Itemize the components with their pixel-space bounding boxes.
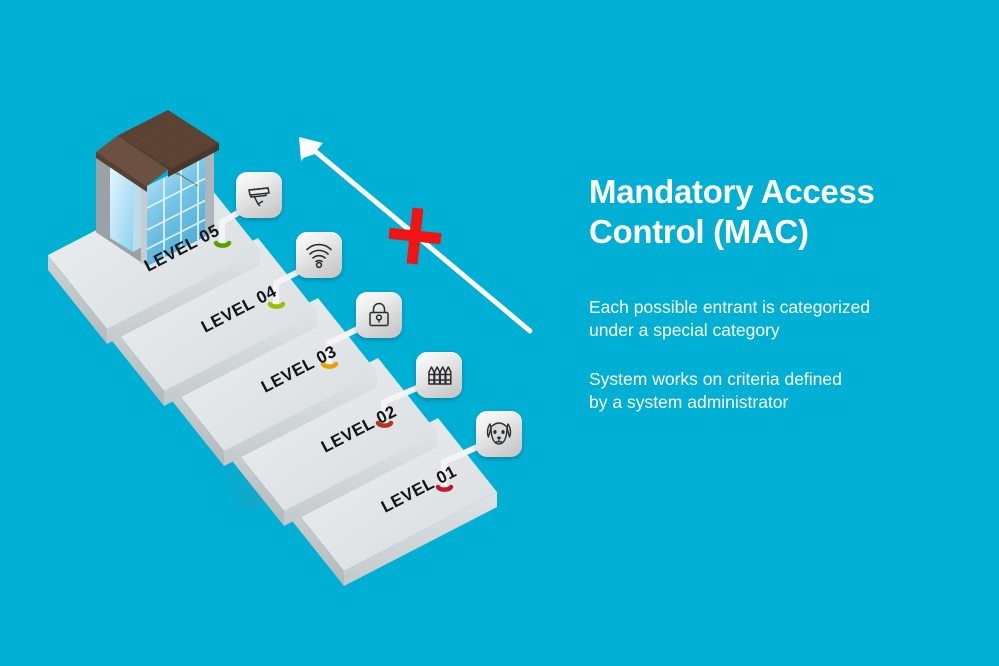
icon-tile-guard-dog[interactable]	[476, 411, 522, 457]
paragraph-1-line-1: Each possible entrant is categorized	[589, 297, 871, 317]
step-level-03	[165, 298, 377, 466]
fence-icon	[425, 361, 453, 389]
paragraph-2-line-1: System works on criteria defined	[589, 369, 842, 389]
padlock-icon	[365, 301, 393, 329]
level-01-connector	[435, 441, 487, 492]
house-building	[96, 110, 219, 266]
security-camera-icon	[244, 180, 274, 210]
step-level-01	[285, 418, 497, 586]
description-paragraph-2: System works on criteria defined by a sy…	[589, 368, 842, 413]
guard-dog-icon	[483, 418, 515, 450]
text-panel: Mandatory Access Control (MAC) Each poss…	[589, 172, 959, 412]
icon-tile-security-camera[interactable]	[236, 172, 282, 218]
wifi-signal-icon	[304, 240, 334, 270]
isometric-staircase-diagram: LEVEL 05 LEVEL 04 LEVEL 03 LEVEL 02 LEVE…	[48, 110, 497, 586]
page-title: Mandatory Access Control (MAC)	[589, 172, 959, 252]
icon-tile-fence[interactable]	[416, 352, 462, 398]
headline-line-2: Control (MAC)	[589, 213, 809, 250]
step-level-02	[225, 358, 437, 526]
icon-tile-wifi-signal[interactable]	[296, 232, 342, 278]
paragraph-2-line-2: by a system administrator	[589, 391, 789, 412]
headline-line-1: Mandatory Access	[589, 173, 875, 210]
step-level-04	[105, 238, 317, 406]
level-02-connector	[375, 382, 427, 428]
description-paragraph-1: Each possible entrant is categorized und…	[589, 296, 870, 341]
paragraph-1-line-2: under a special category	[589, 319, 780, 340]
icon-tile-padlock[interactable]	[356, 292, 402, 338]
